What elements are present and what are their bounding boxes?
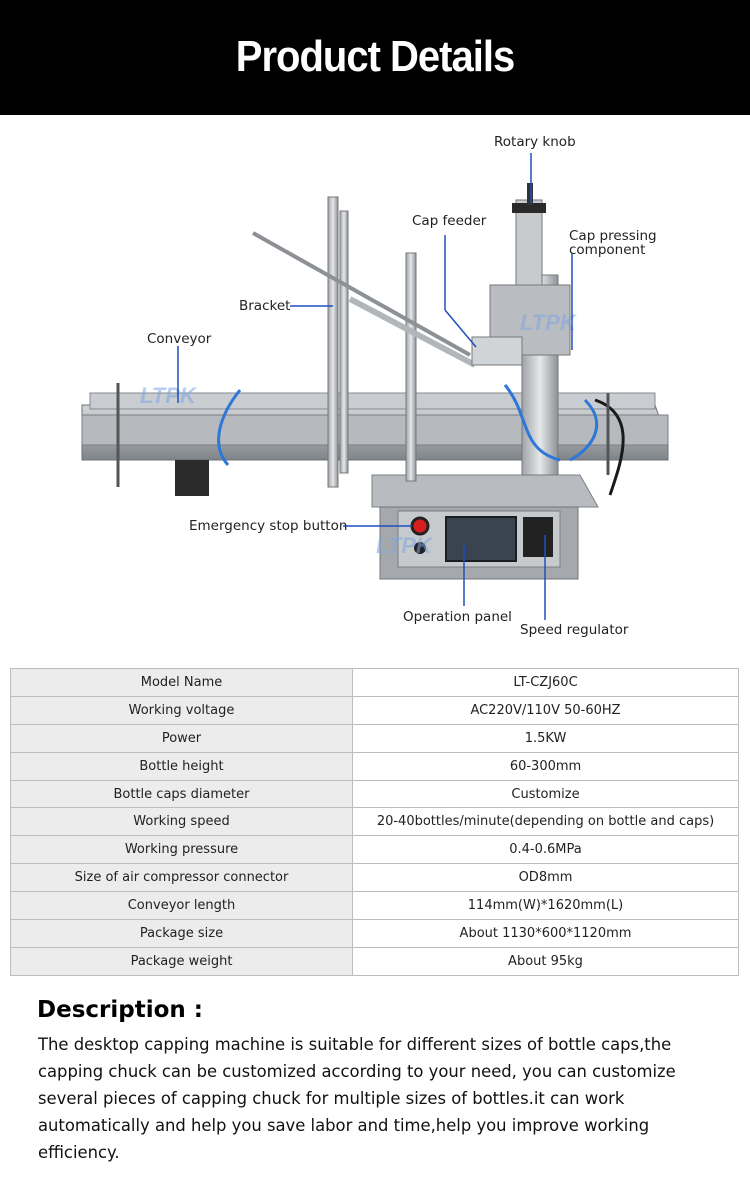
cap-feeder-block bbox=[471, 336, 523, 366]
watermark-3: LTPK bbox=[376, 533, 434, 558]
label-cap-feeder: Cap feeder bbox=[412, 213, 487, 229]
spec-value: Customize bbox=[352, 779, 739, 809]
label-rotary-knob: Rotary knob bbox=[494, 134, 576, 150]
machine-figure: LTPK LTPK LTPK Rotary knob Cap feeder Ca… bbox=[0, 115, 750, 660]
touch-screen bbox=[445, 516, 517, 562]
stop-button-icon bbox=[410, 516, 430, 536]
cap-chute bbox=[252, 231, 471, 357]
cabinet-top bbox=[371, 474, 599, 508]
spec-value: 20-40bottles/minute(depending on bottle … bbox=[352, 807, 739, 837]
spec-key: Conveyor length bbox=[10, 891, 353, 921]
spec-key: Model Name bbox=[10, 668, 353, 697]
spec-value: AC220V/110V 50-60HZ bbox=[352, 695, 739, 725]
air-hose-left bbox=[217, 389, 242, 467]
spec-value: 114mm(W)*1620mm(L) bbox=[352, 891, 739, 921]
knob-stem bbox=[527, 183, 533, 205]
air-hose-far bbox=[569, 398, 599, 462]
conveyor-front-rail bbox=[81, 414, 669, 446]
label-emergency-stop: Emergency stop button bbox=[189, 518, 348, 534]
label-operation-panel: Operation panel bbox=[403, 609, 512, 625]
spec-key: Bottle height bbox=[10, 751, 353, 781]
spec-key: Package weight bbox=[10, 946, 353, 976]
key-switch-icon bbox=[414, 542, 426, 554]
spec-value: 0.4-0.6MPa bbox=[352, 835, 739, 865]
spec-value: About 1130*600*1120mm bbox=[352, 919, 739, 948]
spec-value: OD8mm bbox=[352, 863, 739, 893]
watermark: LTPK bbox=[140, 383, 198, 408]
bracket-pillar-2 bbox=[339, 210, 349, 474]
spec-value: 1.5KW bbox=[352, 723, 739, 753]
spec-key: Bottle caps diameter bbox=[10, 779, 353, 809]
spec-value: About 95kg bbox=[352, 946, 739, 976]
spec-key: Working pressure bbox=[10, 835, 353, 865]
speed-regulator-device bbox=[523, 517, 553, 557]
cap-chute-2 bbox=[348, 296, 477, 368]
spec-key: Working voltage bbox=[10, 695, 353, 725]
banner-title: Product Details bbox=[235, 33, 515, 81]
label-speed-regulator: Speed regulator bbox=[520, 622, 629, 638]
side-pillar bbox=[405, 252, 417, 482]
spec-key: Size of air compressor connector bbox=[10, 863, 353, 893]
label-cap-pressing-2: component bbox=[569, 242, 646, 258]
header-banner: Product Details bbox=[0, 0, 750, 115]
bracket-pillar bbox=[327, 196, 339, 488]
motor bbox=[175, 460, 209, 496]
leader-cap-feeder-2 bbox=[444, 309, 477, 348]
spec-key: Package size bbox=[10, 919, 353, 948]
air-hose-right bbox=[503, 384, 561, 462]
description-title: Description : bbox=[37, 997, 203, 1023]
description-text: The desktop capping machine is suitable … bbox=[38, 1035, 676, 1162]
rotary-knob-icon bbox=[512, 203, 546, 213]
label-cap-pressing-1: Cap pressing bbox=[569, 228, 657, 244]
spec-key: Working speed bbox=[10, 807, 353, 837]
label-conveyor: Conveyor bbox=[147, 331, 212, 347]
leader-lines bbox=[177, 153, 573, 620]
label-bracket: Bracket bbox=[239, 298, 291, 314]
watermark-2: LTPK bbox=[520, 310, 578, 335]
spec-value: LT-CZJ60C bbox=[352, 668, 739, 697]
machine-illustration: LTPK LTPK LTPK bbox=[81, 153, 669, 620]
spec-key: Power bbox=[10, 723, 353, 753]
spec-value: 60-300mm bbox=[352, 751, 739, 781]
capping-top bbox=[515, 199, 543, 286]
